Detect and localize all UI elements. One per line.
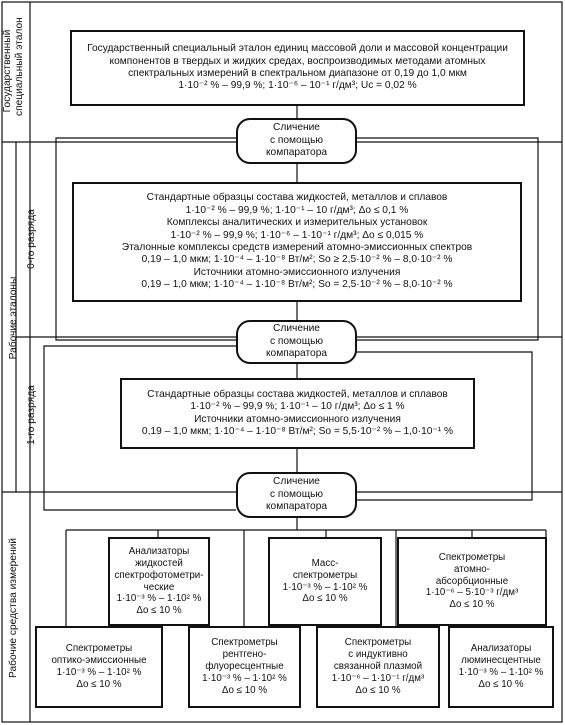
analyzers-spectrophotometric-box: Анализаторы жидкостей спектрофотометри- … [108, 537, 210, 626]
section-label-work: Рабочие эталоны [8, 276, 19, 360]
mass-spectrometers-box: Масс- спектрометры 1·10⁻³ % – 1·10² % Δо… [268, 537, 382, 626]
optical-emission-box: Спектрометры оптико-эмиссионные 1·10⁻³ %… [35, 626, 163, 708]
section-label-rank1: 1-го разряда [26, 385, 37, 445]
wire-bypass-right-1 [356, 137, 539, 341]
analyzers-luminescent-box: Анализаторы люминесцентные 1·10⁻³ % – 1·… [448, 626, 554, 708]
state-standard-box: Государственный специальный эталон едини… [70, 30, 525, 106]
rank1-standards-box: Стандартные образцы состава жидкостей, м… [120, 378, 475, 449]
xray-fluorescence-box: Спектрометры рентгено- флуоресцентные 1·… [188, 626, 301, 708]
section-label-means: Рабочие средства измерений [8, 538, 19, 678]
wire-bypass-right-2 [356, 351, 533, 501]
comparator-2: Сличение с помощью компаратора [236, 320, 357, 364]
comparator-1: Сличение с помощью компаратора [236, 118, 357, 164]
wire-bypass-left-1 [55, 137, 236, 341]
section-label-state: Государственный специальный эталон [2, 17, 26, 116]
icp-spectrometers-box: Спектрометры с индуктивно связанной плаз… [316, 626, 440, 708]
section-label-rank0: 0-го разряда [26, 209, 37, 269]
comparator-3: Сличение с помощью компаратора [236, 472, 357, 518]
wire-bypass-left-2 [43, 345, 236, 511]
atomic-absorption-box: Спектрометры атомно- абсорбционные 1·10⁻… [397, 537, 547, 626]
rank0-standards-box: Стандартные образцы состава жидкостей, м… [72, 182, 522, 302]
